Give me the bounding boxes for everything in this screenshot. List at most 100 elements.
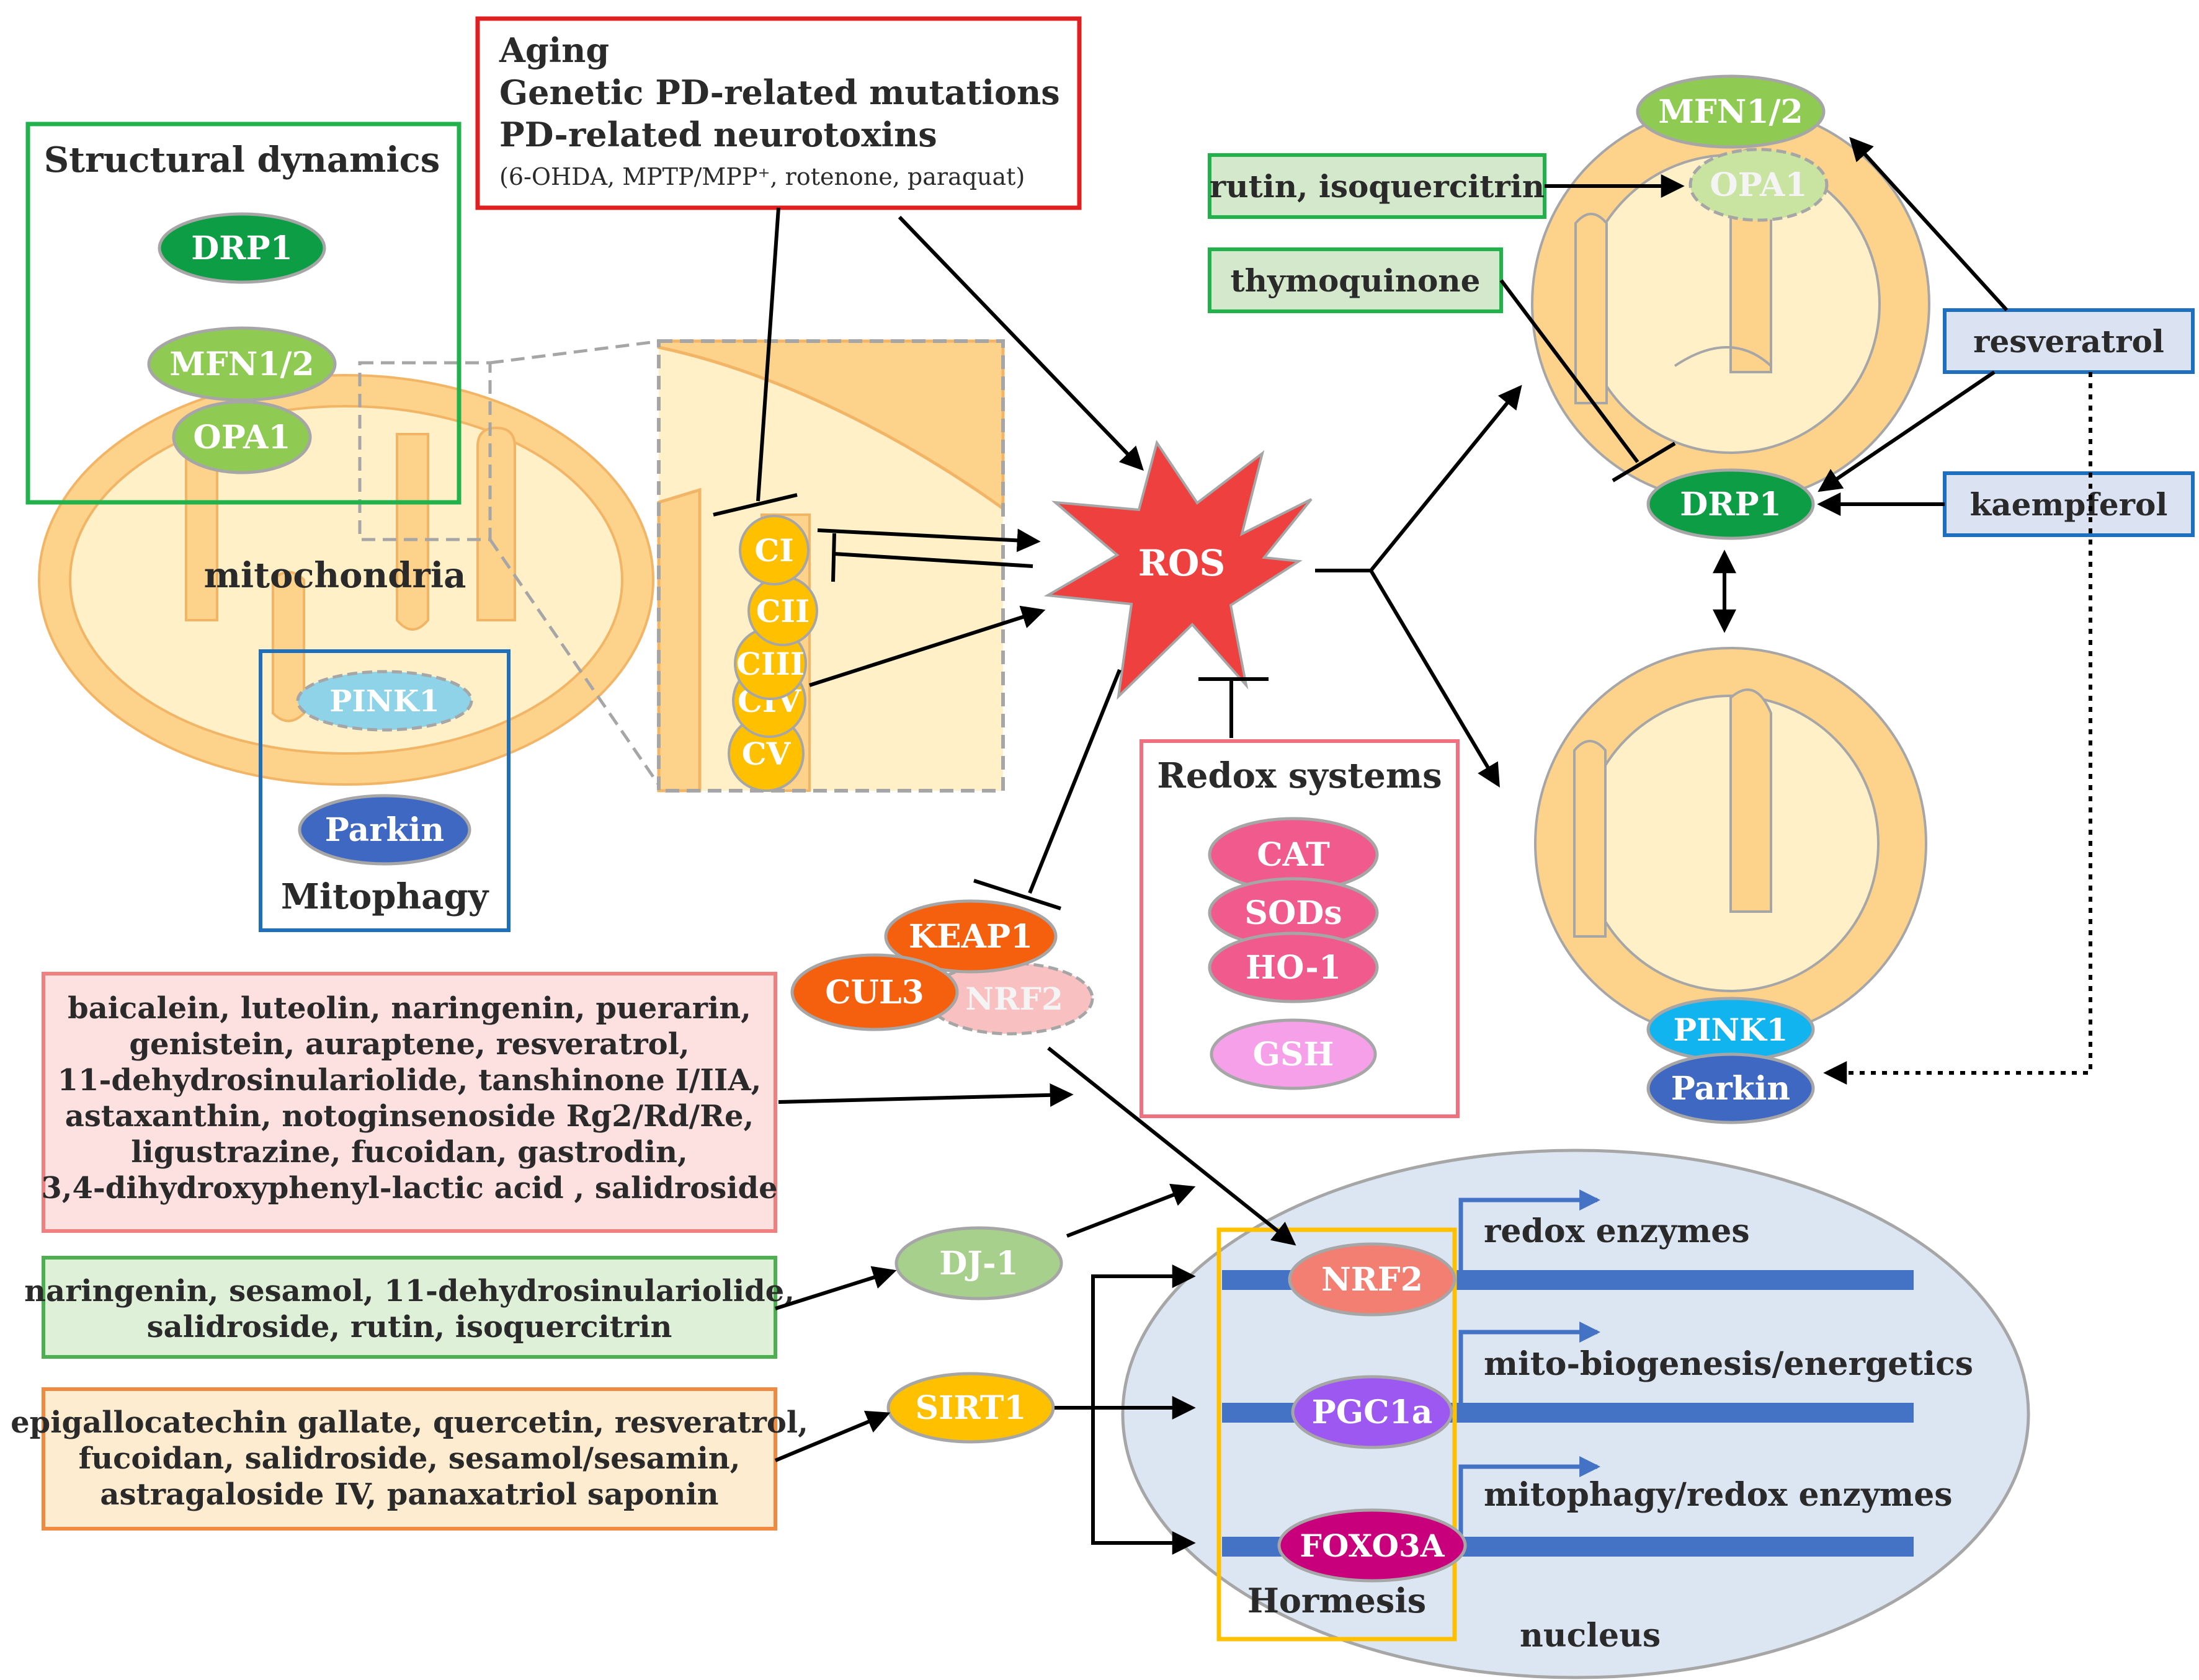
svg-text:NRF2: NRF2: [965, 980, 1063, 1017]
svg-text:genistein, auraptene, resverat: genistein, auraptene, resveratrol,: [129, 1027, 689, 1062]
svg-text:kaempferol: kaempferol: [1970, 486, 2168, 523]
ciii-to-ros: [809, 605, 1046, 687]
sirt1-activators-to-sirt1: [774, 1410, 891, 1462]
stressor-to-ros: [898, 215, 1144, 471]
target-mitophagy-redox: mitophagy/redox enzymes: [1484, 1476, 1953, 1514]
ci-to-ros: [817, 528, 1041, 553]
redox-panel: Redox systems CAT SODs HO-1 GSH: [1140, 739, 1460, 1118]
cul3: CUL3: [790, 953, 959, 1031]
svg-text:DRP1: DRP1: [191, 229, 293, 267]
svg-text:3,4-dihydroxyphenyl-lactic aci: 3,4-dihydroxyphenyl-lactic acid , salidr…: [41, 1171, 777, 1206]
drp1-right: DRP1: [1646, 468, 1815, 540]
etc-complexes: CV CIV CIII CII CI: [728, 515, 818, 792]
activators-to-keap1: [778, 1083, 1074, 1107]
drp1-left: DRP1: [158, 212, 326, 284]
svg-text:11-dehydrosinulariolide, tansh: 11-dehydrosinulariolide, tanshinone I/II…: [58, 1063, 762, 1098]
nrf2-activators-panel: baicalein, luteolin, naringenin, puerari…: [41, 972, 778, 1233]
svg-text:CI: CI: [754, 532, 793, 569]
mitochondria-label: mitochondria: [204, 555, 466, 596]
svg-text:MFN1/2: MFN1/2: [1658, 93, 1803, 131]
svg-text:MFN1/2: MFN1/2: [169, 345, 314, 383]
thymoquinone-box: thymoquinone: [1208, 247, 1503, 313]
dj1-activators-to-dj1: [775, 1266, 897, 1310]
mitophagy-panel: PINK1 Parkin Mitophagy: [259, 649, 511, 932]
complex-ciii: CIII: [734, 627, 807, 700]
resveratrol-box: resveratrol: [1943, 308, 2195, 374]
ros-inhibits-keap1: [1028, 669, 1122, 894]
opa1-right: OPA1: [1688, 148, 1829, 222]
svg-text:fucoidan, salidroside, sesamol: fucoidan, salidroside, sesamol/sesamin,: [79, 1441, 741, 1476]
sirt1-to-foxo3a: [1091, 1408, 1196, 1555]
svg-text:DRP1: DRP1: [1680, 486, 1782, 523]
svg-text:SODs: SODs: [1244, 894, 1342, 932]
svg-text:PINK1: PINK1: [329, 684, 440, 719]
transcription-arrow-2: [1458, 1322, 1601, 1403]
ros-to-fragmented-mito: [1369, 569, 1500, 788]
target-mito-biogenesis: mito-biogenesis/energetics: [1484, 1345, 1973, 1383]
ros-to-fused-mito: [1369, 384, 1522, 572]
redox-title: Redox systems: [1157, 755, 1442, 796]
right-mitochondrion-fragmented: [1534, 647, 1927, 1040]
right-mitochondrion-fused: [1531, 104, 1930, 504]
hormesis-label: Hormesis: [1247, 1581, 1426, 1620]
opa1-left: OPA1: [172, 400, 312, 474]
svg-text:OPA1: OPA1: [193, 419, 290, 456]
svg-text:CIII: CIII: [736, 646, 805, 682]
svg-text:NRF2: NRF2: [1321, 1261, 1423, 1299]
complex-cii: CII: [747, 576, 818, 646]
dj1-to-nrf2: [1066, 1183, 1196, 1238]
svg-text:KEAP1: KEAP1: [909, 918, 1033, 956]
svg-text:CV: CV: [742, 736, 792, 772]
sirt1: SIRT1: [886, 1372, 1055, 1444]
svg-text:baicalein, luteolin, naringeni: baicalein, luteolin, naringenin, puerari…: [68, 991, 751, 1026]
svg-text:SIRT1: SIRT1: [915, 1389, 1026, 1427]
transcription-arrow-3: [1458, 1456, 1601, 1537]
svg-text:FOXO3A: FOXO3A: [1300, 1527, 1445, 1564]
ros-burst: ROS: [1043, 440, 1313, 700]
mitophagy-title: Mitophagy: [281, 876, 489, 917]
svg-text:astaxanthin, notoginsenoside R: astaxanthin, notoginsenoside Rg2/Rd/Re,: [65, 1099, 754, 1134]
structural-dynamics-title: Structural dynamics: [44, 140, 440, 180]
keap1-complex: NRF2 KEAP1 CUL3: [790, 899, 1094, 1036]
svg-text:PGC1a: PGC1a: [1312, 1393, 1433, 1431]
svg-text:Parkin: Parkin: [325, 811, 444, 849]
parkin-right: Parkin: [1646, 1052, 1815, 1124]
left-mitochondrion: [38, 374, 654, 786]
svg-text:astragaloside IV, panaxatriol: astragaloside IV, panaxatriol saponin: [100, 1477, 718, 1512]
sirt1-to-nrf2: [1091, 1264, 1196, 1408]
complex-ci: CI: [739, 515, 810, 585]
stressor-inhibits-ci: [756, 207, 780, 502]
svg-text:PINK1: PINK1: [1674, 1011, 1788, 1048]
mfn12-left: MFN1/2: [147, 326, 337, 402]
svg-text:DJ-1: DJ-1: [939, 1245, 1018, 1282]
dj1-activators-panel: naringenin, sesamol, 11-dehydrosinulario…: [24, 1256, 795, 1359]
svg-text:GSH: GSH: [1252, 1036, 1334, 1073]
dj-1: DJ-1: [894, 1226, 1063, 1300]
structural-dynamics-panel: Structural dynamics DRP1 MFN1/2 OPA1: [25, 122, 462, 505]
svg-text:PD-related neurotoxins: PD-related neurotoxins: [499, 115, 937, 154]
pgc1a: PGC1a: [1291, 1375, 1453, 1449]
hormesis-box: [1216, 1227, 1457, 1642]
svg-text:(6-OHDA, MPTP/MPP⁺, rotenone,: (6-OHDA, MPTP/MPP⁺, rotenone, paraquat): [499, 163, 1025, 190]
svg-text:Genetic PD-related mutations: Genetic PD-related mutations: [499, 73, 1060, 112]
sirt1-activators-panel: epigallocatechin gallate, quercetin, res…: [11, 1387, 808, 1531]
zoom-region: [358, 361, 492, 541]
gsh: GSH: [1210, 1018, 1377, 1090]
ho-1: HO-1: [1208, 931, 1379, 1003]
svg-text:CII: CII: [756, 593, 810, 629]
pink1-left: PINK1: [296, 670, 473, 732]
svg-text:CUL3: CUL3: [825, 974, 924, 1011]
svg-text:naringenin, sesamol, 11-dehydr: naringenin, sesamol, 11-dehydrosinulario…: [24, 1274, 795, 1309]
svg-text:OPA1: OPA1: [1710, 166, 1807, 204]
parkin-left: Parkin: [298, 794, 471, 866]
ros-inhibits-ci: [834, 552, 1033, 568]
nuclear-nrf2: NRF2: [1288, 1242, 1456, 1317]
svg-text:HO-1: HO-1: [1246, 949, 1341, 987]
stressors-panel: Aging Genetic PD-related mutations PD-re…: [475, 16, 1082, 210]
zoom-connector-bottom: [488, 538, 662, 789]
thymoquinone-inhibits-drp1: [1499, 279, 1639, 463]
foxo3a: FOXO3A: [1277, 1508, 1467, 1583]
ros-label: ROS: [1138, 542, 1226, 584]
nrf2-to-nucleus: [1047, 1046, 1296, 1246]
